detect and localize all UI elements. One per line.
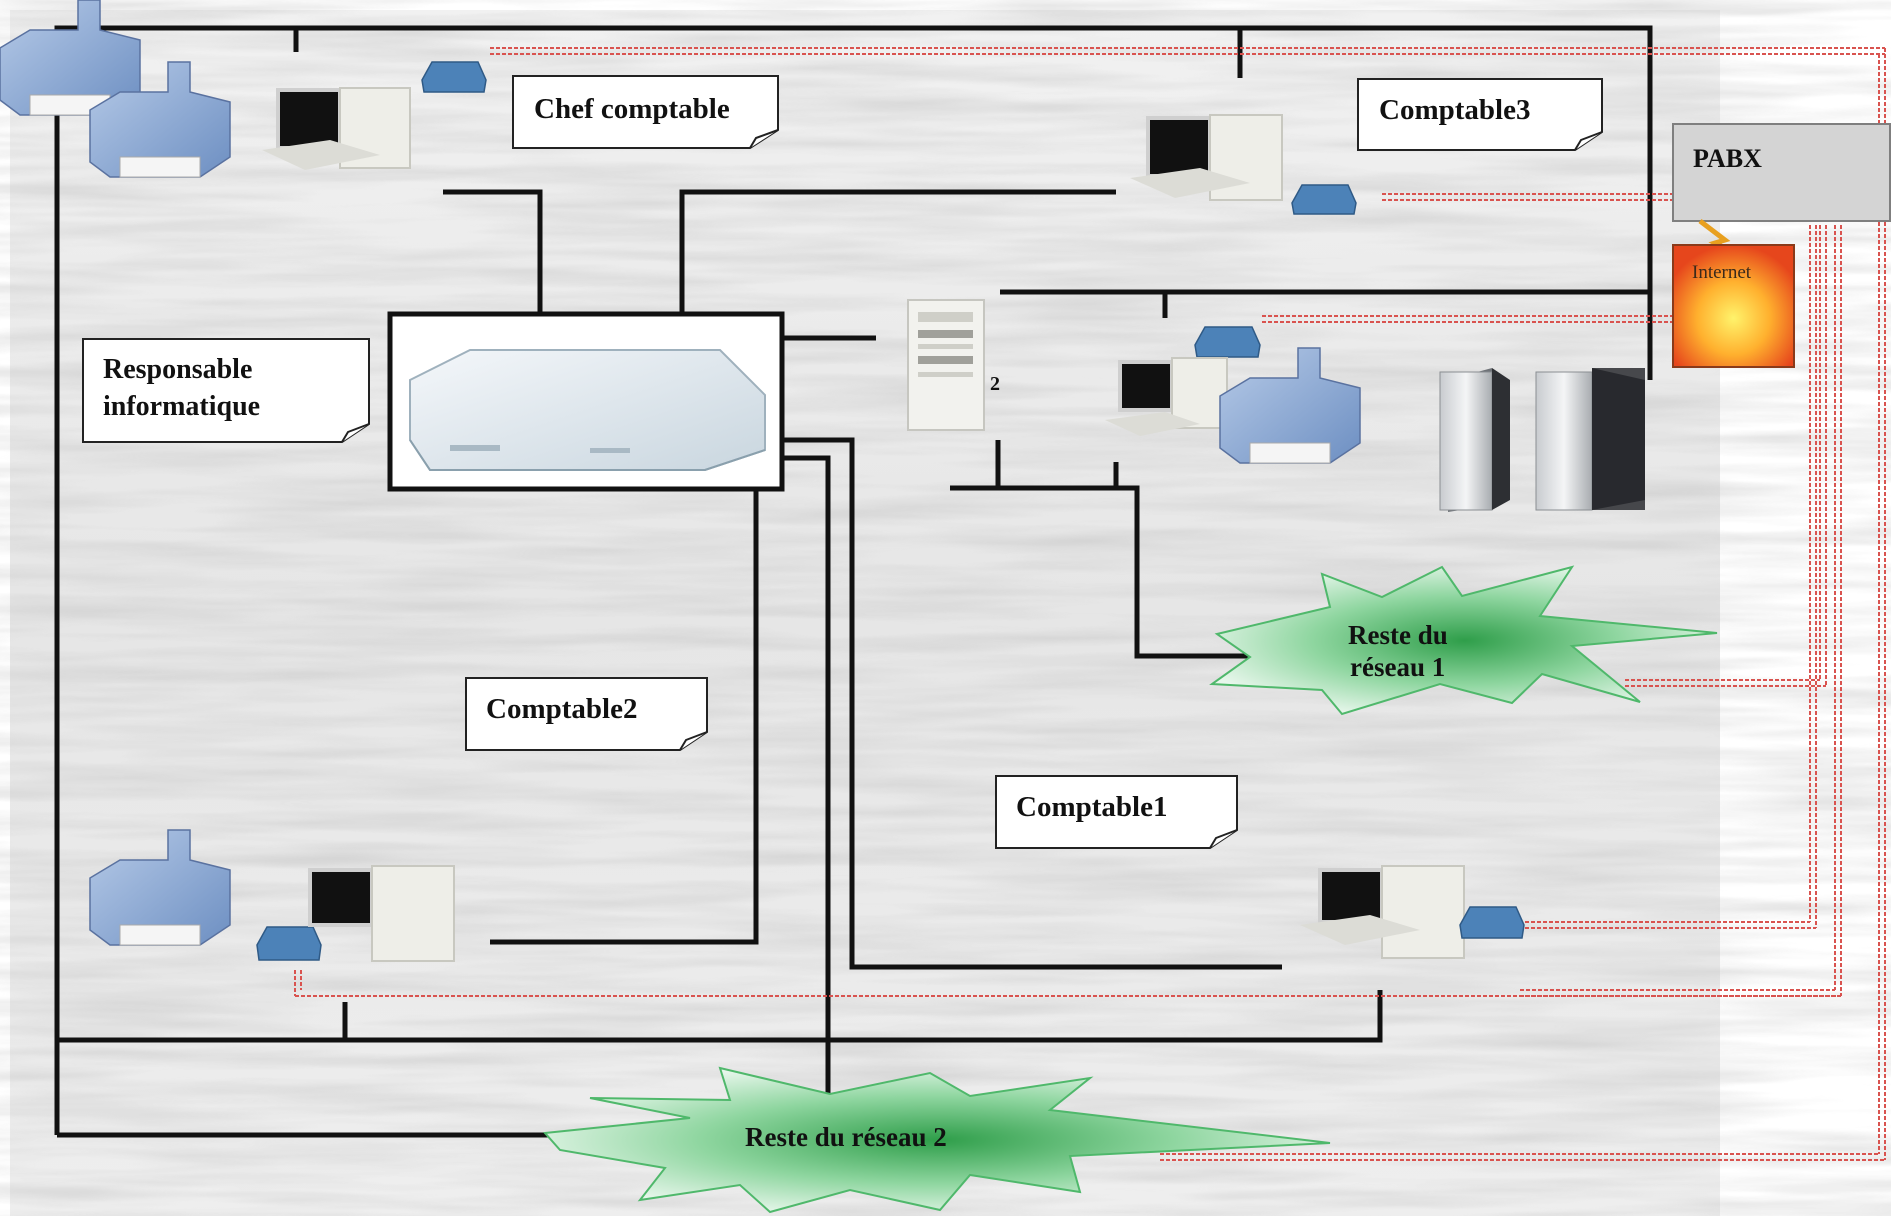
computer-middle — [1105, 357, 1228, 436]
phone-comptable1 — [1459, 906, 1525, 939]
internet-box — [1672, 244, 1795, 368]
phone-chef — [421, 61, 487, 93]
internet-label: Internet — [1692, 262, 1752, 283]
reseau1-label-line2: réseau 1 — [1350, 652, 1445, 682]
burst-reseau2 — [542, 1066, 1331, 1214]
pabx-box — [1672, 123, 1891, 222]
phone-middle — [1194, 326, 1261, 358]
server-number: 2 — [990, 373, 1000, 395]
server-tower — [907, 299, 985, 431]
label-comptable2: Comptable2 — [486, 693, 637, 725]
phone-comptable3 — [1291, 184, 1357, 215]
label-box-comptable3 — [1357, 78, 1603, 151]
pabx-label: PABX — [1693, 144, 1762, 173]
phone-lines — [294, 47, 1886, 1161]
label-box-responsable — [82, 338, 370, 443]
label-chef-comptable: Chef comptable — [534, 93, 730, 125]
label-comptable1: Comptable1 — [1016, 791, 1167, 823]
label-comptable3: Comptable3 — [1379, 94, 1530, 126]
computer-comptable3 — [1130, 114, 1283, 201]
label-box-chef — [512, 75, 779, 149]
central-switch — [387, 311, 785, 492]
label-responsable-line2: informatique — [103, 391, 260, 422]
computer-chef — [262, 87, 411, 170]
phone-comptable2 — [256, 926, 322, 961]
lan-cables — [54, 25, 1653, 1138]
computer-comptable2 — [308, 865, 455, 962]
reseau1-label-line1: Reste du — [1348, 620, 1448, 650]
label-box-comptable1 — [995, 775, 1238, 849]
big-servers — [1439, 368, 1645, 512]
burst-reseau1 — [1209, 565, 1718, 716]
label-box-comptable2 — [465, 677, 708, 751]
label-responsable-line1: Responsable — [103, 354, 252, 385]
computer-comptable1 — [1300, 865, 1465, 959]
reseau2-label: Reste du réseau 2 — [745, 1122, 947, 1152]
